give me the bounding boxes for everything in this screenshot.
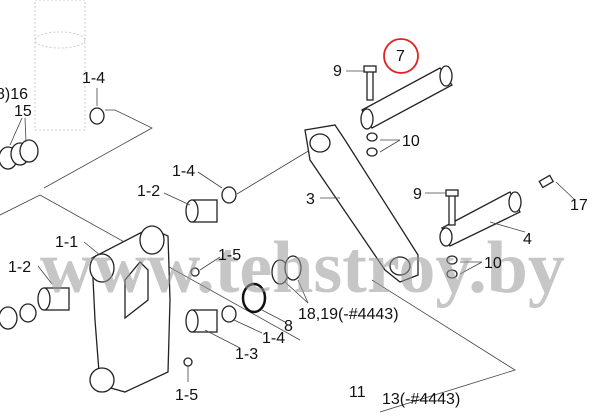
label-1-1[interactable]: 1-1 [55, 234, 78, 251]
label-15[interactable]: 15 [14, 103, 32, 120]
label-11[interactable]: 11 [349, 384, 366, 401]
link-3 [304, 124, 419, 283]
o-ring-8 [241, 282, 267, 314]
watermark: www.tehstroy.by [40, 227, 565, 309]
label-16[interactable]: 8)16 [0, 86, 28, 103]
washers-left-low [0, 303, 37, 330]
label-10-mid[interactable]: 10 [484, 255, 502, 272]
grease-nipple-1-5-mid [190, 267, 200, 277]
grease-fitting-17 [538, 174, 555, 189]
label-1-5-low[interactable]: 1-5 [175, 387, 198, 404]
label-1-5-mid[interactable]: 1-5 [218, 247, 241, 264]
label-8[interactable]: 8 [284, 318, 293, 335]
label-4[interactable]: 4 [523, 231, 532, 248]
label-1-4-top[interactable]: 1-4 [82, 70, 105, 87]
label-1-4-low[interactable]: 1-4 [262, 330, 285, 347]
assembly-outline [0, 109, 516, 413]
washer-1-4-low [221, 305, 237, 323]
label-9-mid[interactable]: 9 [413, 186, 422, 203]
nut-10-mid-a [446, 255, 458, 265]
label-1-2-mid[interactable]: 1-2 [137, 183, 160, 200]
label-7[interactable]: 7 [396, 48, 405, 65]
bolt-9-top [363, 65, 377, 101]
bushing-1-2-mid [185, 199, 218, 223]
label-1-4-mid[interactable]: 1-4 [172, 163, 195, 180]
leader-lines [9, 70, 576, 382]
washer-1-4-mid [221, 186, 237, 204]
label-17[interactable]: 17 [570, 197, 588, 214]
link-1-1 [89, 225, 171, 393]
label-13[interactable]: 13(-#4443) [382, 391, 460, 408]
pin-7 [360, 65, 453, 130]
label-18-19[interactable]: 18,19(-#4443) [298, 306, 399, 323]
washer-1-4-top [89, 107, 105, 125]
washers-15-16 [0, 139, 39, 170]
ghost-cylinder [34, 0, 86, 131]
nut-10-top-a [366, 132, 378, 142]
label-3[interactable]: 3 [306, 191, 315, 208]
highlight-circle [383, 38, 419, 74]
pin-4 [439, 191, 522, 247]
washers-18-19 [271, 255, 302, 285]
bushing-1-2-left [37, 287, 70, 311]
nut-10-mid-b [446, 269, 458, 279]
nut-10-top-b [366, 147, 378, 157]
label-1-2-left[interactable]: 1-2 [8, 259, 31, 276]
grease-nipple-1-5-low [183, 357, 193, 367]
bushing-1-3 [185, 309, 218, 333]
label-9-top[interactable]: 9 [333, 63, 342, 80]
label-10-top[interactable]: 10 [402, 133, 420, 150]
label-1-3[interactable]: 1-3 [235, 346, 258, 363]
